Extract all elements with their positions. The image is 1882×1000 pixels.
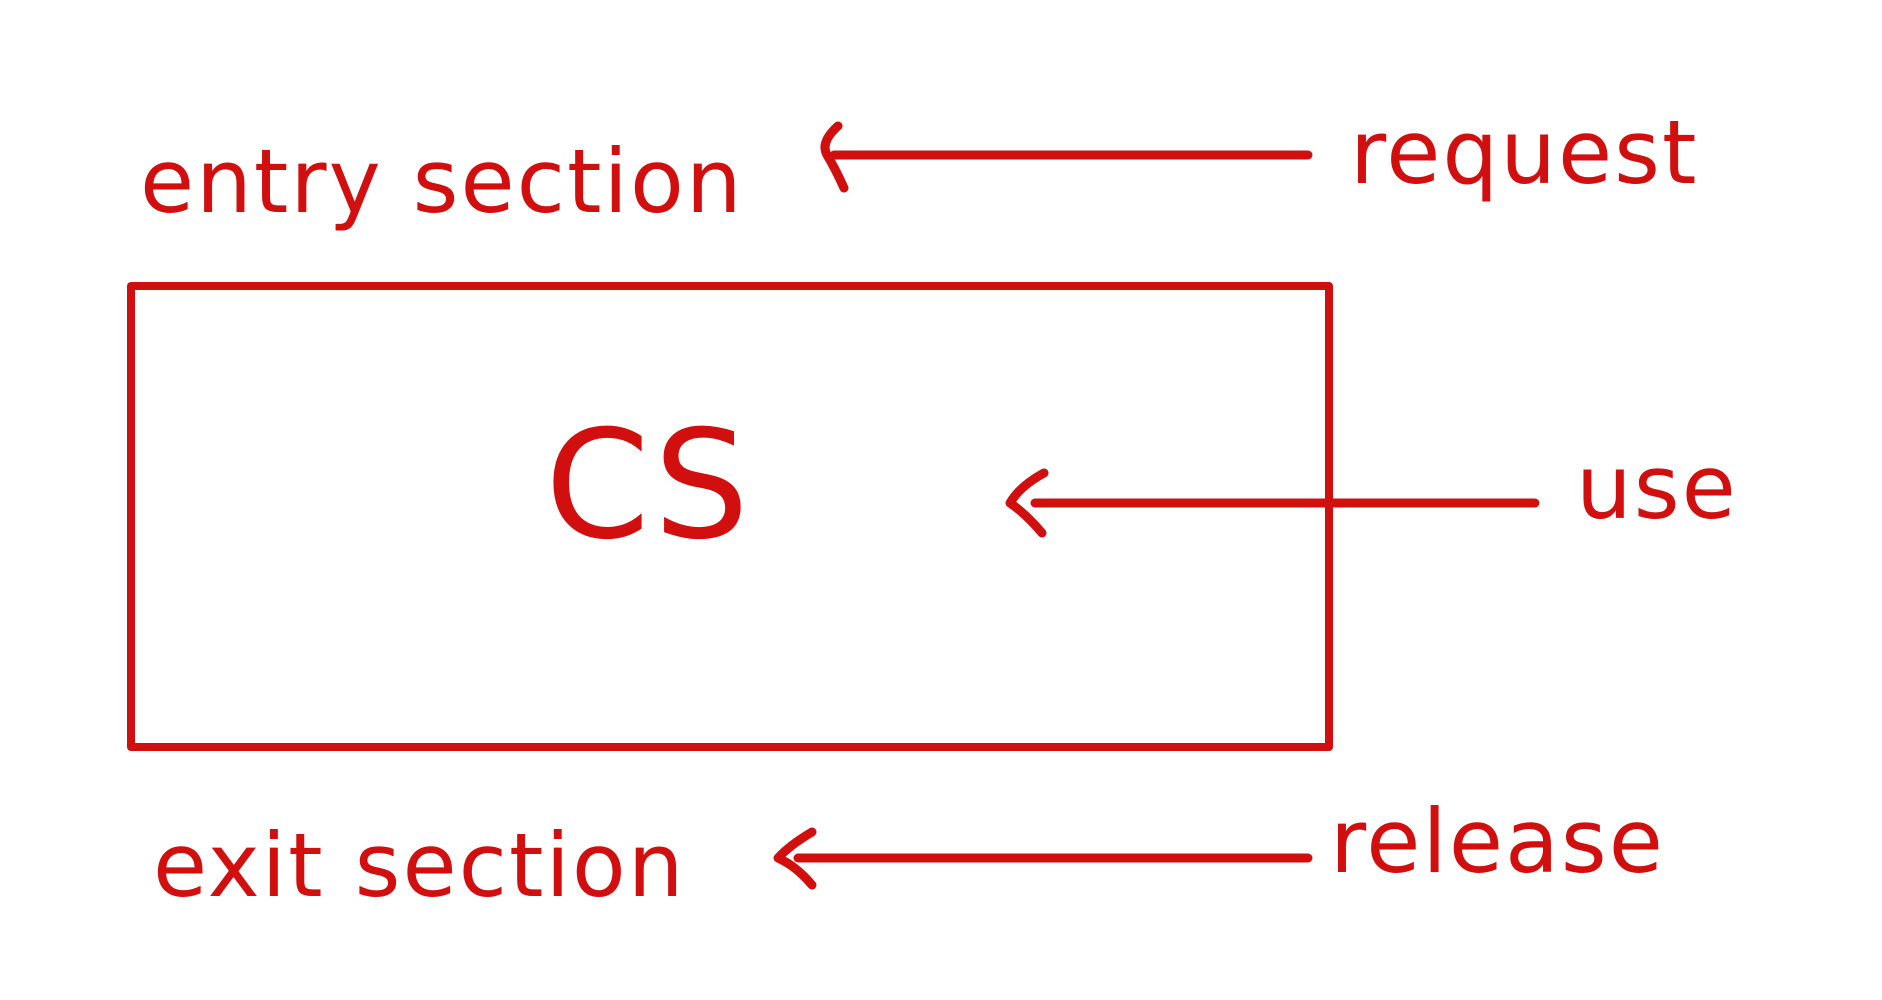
use-arrow [1005, 468, 1540, 538]
release-arrow [773, 827, 1313, 890]
exit-section-label: exit section [153, 814, 686, 917]
use-label: use [1576, 436, 1738, 539]
entry-section-label: entry section [140, 130, 744, 233]
cs-label: CS [545, 399, 753, 573]
request-arrow [820, 121, 1313, 193]
critical-section-box [127, 282, 1333, 751]
request-label: request [1350, 101, 1699, 204]
release-label: release [1330, 790, 1665, 893]
